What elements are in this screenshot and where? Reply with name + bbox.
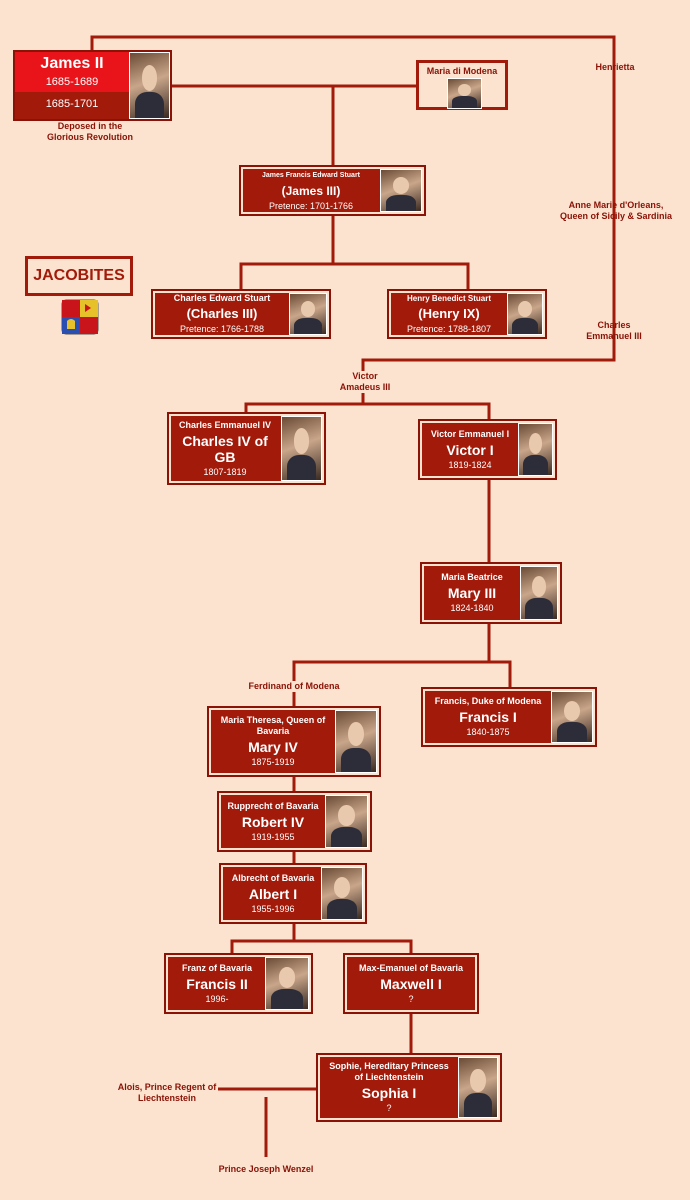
francis-ii-portrait [265, 957, 309, 1010]
mary-iv-portrait [335, 710, 377, 773]
francis-i-name: Francis I [459, 709, 517, 725]
maxwell-i-card[interactable]: Max-Emanuel of Bavaria Maxwell I ? [345, 955, 477, 1012]
joseph-wenzel-label: Prince Joseph Wenzel [206, 1164, 326, 1175]
mary-iii-sub: Maria Beatrice [441, 572, 503, 583]
francis-i-sub: Francis, Duke of Modena [435, 696, 542, 707]
charles-iii-card[interactable]: Charles Edward Stuart (Charles III) Pret… [153, 291, 329, 337]
maxwell-i-dates: ? [408, 994, 413, 1005]
anne-marie-label: Anne Marie d'Orleans, Queen of Sicily & … [548, 200, 684, 222]
albert-i-name: Albert I [249, 886, 297, 902]
royal-arms-icon [61, 299, 99, 335]
albert-i-dates: 1955-1996 [251, 904, 294, 915]
james-iii-name: (James III) [282, 183, 341, 199]
james-ii-card[interactable]: James II 1685-1689 1685-1701 [15, 52, 170, 119]
francis-ii-dates: 1996- [205, 994, 228, 1005]
mary-iii-name: Mary III [448, 585, 496, 601]
victor-i-card[interactable]: Victor Emmanuel I Victor I 1819-1824 [420, 421, 555, 478]
mary-iv-sub-1: Maria Theresa, Queen of [221, 715, 326, 726]
victor-i-portrait [518, 423, 553, 476]
robert-iv-name: Robert IV [242, 814, 304, 830]
albert-i-card[interactable]: Albrecht of Bavaria Albert I 1955-1996 [221, 865, 365, 922]
robert-iv-portrait [325, 795, 368, 848]
victor-i-sub: Victor Emmanuel I [431, 429, 509, 440]
robert-iv-dates: 1919-1955 [251, 832, 294, 843]
henry-ix-card[interactable]: Henry Benedict Stuart (Henry IX) Pretenc… [389, 291, 545, 337]
james-ii-name: James II [15, 55, 129, 73]
charles-iii-portrait [289, 293, 327, 335]
victor-i-dates: 1819-1824 [448, 460, 491, 471]
maria-name: Maria di Modena [419, 66, 505, 77]
francis-i-portrait [551, 691, 593, 743]
henry-ix-sub: Henry Benedict Stuart [407, 293, 491, 304]
sophia-i-sub-2: of Liechtenstein [354, 1072, 423, 1083]
mary-iii-portrait [520, 566, 558, 620]
sophia-i-sub-1: Sophie, Hereditary Princess [329, 1061, 449, 1072]
francis-i-card[interactable]: Francis, Duke of Modena Francis I 1840-1… [423, 689, 595, 745]
james-iii-dates: Pretence: 1701-1766 [269, 201, 353, 212]
james-iii-sub: James Francis Edward Stuart [262, 170, 360, 181]
albert-i-portrait [321, 867, 363, 920]
charles-iii-sub: Charles Edward Stuart [174, 293, 271, 304]
mary-iv-dates: 1875-1919 [251, 757, 294, 768]
francis-ii-name: Francis II [186, 976, 247, 992]
sophia-i-dates: ? [386, 1103, 391, 1114]
mary-iv-sub-2: Bavaria [257, 726, 290, 737]
james-ii-portrait [129, 52, 170, 119]
james-ii-note: Deposed in the Glorious Revolution [15, 121, 165, 143]
james-ii-dates-2: 1685-1701 [15, 98, 129, 110]
james-ii-dates-1: 1685-1689 [15, 76, 129, 88]
maria-di-modena-card[interactable]: Maria di Modena [416, 60, 508, 110]
charles-iv-name-2: GB [215, 449, 236, 465]
henrietta-label: Henrietta [585, 62, 645, 73]
jacobites-title: JACOBITES [25, 256, 133, 296]
robert-iv-sub: Rupprecht of Bavaria [227, 801, 318, 812]
charles-iv-portrait [281, 416, 322, 481]
henry-ix-dates: Pretence: 1788-1807 [407, 324, 491, 335]
charles-iii-name: (Charles III) [187, 306, 258, 322]
mary-iii-card[interactable]: Maria Beatrice Mary III 1824-1840 [422, 564, 560, 622]
charles-iii-dates: Pretence: 1766-1788 [180, 324, 264, 335]
james-iii-portrait [380, 169, 422, 212]
maxwell-i-sub: Max-Emanuel of Bavaria [359, 963, 463, 974]
charles-iv-dates: 1807-1819 [203, 467, 246, 478]
robert-iv-card[interactable]: Rupprecht of Bavaria Robert IV 1919-1955 [219, 793, 370, 850]
francis-ii-sub: Franz of Bavaria [182, 963, 252, 974]
victor-i-name: Victor I [446, 442, 493, 458]
charles-emmanuel-iii-label: Charles Emmanuel III [575, 320, 653, 342]
francis-ii-card[interactable]: Franz of Bavaria Francis II 1996- [166, 955, 311, 1012]
sophia-i-card[interactable]: Sophie, Hereditary Princess of Liechtens… [318, 1055, 500, 1120]
henry-ix-portrait [507, 293, 543, 335]
albert-i-sub: Albrecht of Bavaria [232, 873, 315, 884]
francis-i-dates: 1840-1875 [466, 727, 509, 738]
maria-portrait [447, 78, 482, 109]
james-iii-card[interactable]: James Francis Edward Stuart (James III) … [241, 167, 424, 214]
ferdinand-label: Ferdinand of Modena [238, 681, 350, 692]
mary-iv-name: Mary IV [248, 739, 298, 755]
charles-iv-sub: Charles Emmanuel IV [179, 420, 271, 431]
charles-iv-card[interactable]: Charles Emmanuel IV Charles IV of GB 180… [169, 414, 324, 483]
henry-ix-name: (Henry IX) [418, 306, 479, 322]
mary-iii-dates: 1824-1840 [450, 603, 493, 614]
victor-amadeus-label: Victor Amadeus III [330, 371, 400, 393]
maxwell-i-name: Maxwell I [380, 976, 441, 992]
charles-iv-name-1: Charles IV of [182, 433, 268, 449]
sophia-i-name: Sophia I [362, 1085, 416, 1101]
sophia-i-portrait [458, 1057, 498, 1118]
alois-label: Alois, Prince Regent of Liechtenstein [108, 1082, 226, 1104]
mary-iv-card[interactable]: Maria Theresa, Queen of Bavaria Mary IV … [209, 708, 379, 775]
